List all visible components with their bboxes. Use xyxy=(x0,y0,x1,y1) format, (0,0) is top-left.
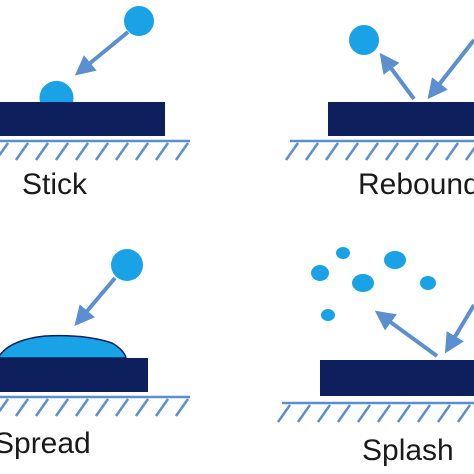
incoming-droplet xyxy=(111,249,143,281)
impact-arrow xyxy=(444,303,474,354)
rebounding-droplet xyxy=(349,25,379,55)
substrate xyxy=(0,358,148,392)
ground-hatch xyxy=(276,401,474,423)
label-stick: Stick xyxy=(22,168,88,201)
substrate xyxy=(0,102,165,136)
substrate xyxy=(328,102,474,136)
panel-stick xyxy=(0,6,190,161)
stuck-droplet xyxy=(39,80,74,102)
ground-hatch xyxy=(0,139,190,161)
substrate xyxy=(320,360,474,396)
rebound-arrow xyxy=(379,52,416,101)
spread-film xyxy=(0,334,127,359)
label-splash: Splash xyxy=(362,434,454,467)
splash-droplets xyxy=(311,247,436,321)
ground-hatch xyxy=(284,139,474,161)
incoming-droplet xyxy=(124,6,154,36)
label-spread: Spread xyxy=(0,427,91,460)
impact-arrow xyxy=(74,30,130,76)
panel-rebound xyxy=(284,25,474,161)
label-rebound: Rebound xyxy=(358,168,474,201)
ground-hatch xyxy=(0,395,190,417)
impact-arrow xyxy=(74,276,117,327)
panel-spread xyxy=(0,249,190,417)
splash-arrow xyxy=(374,310,439,358)
panel-splash xyxy=(276,247,474,423)
impact-arrow xyxy=(427,38,474,100)
